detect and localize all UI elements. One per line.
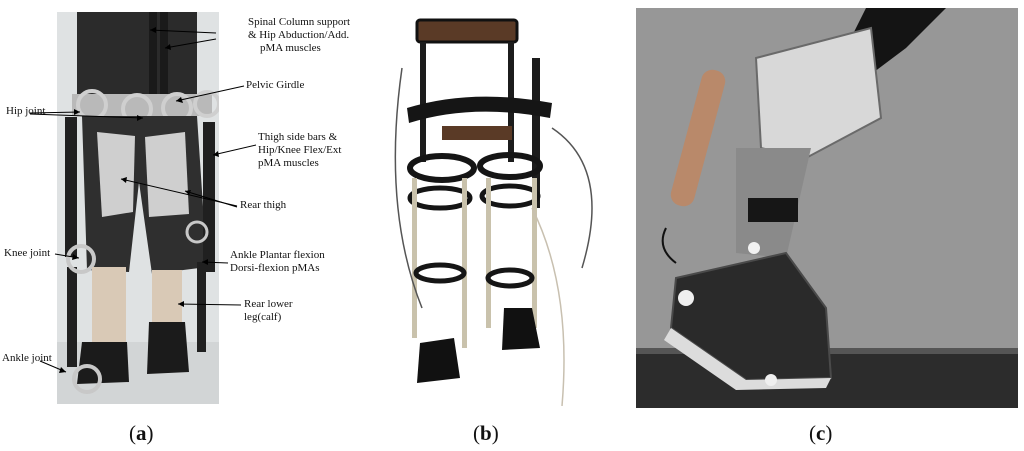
callout-rear-thigh: Rear thigh (240, 199, 287, 211)
panel-label-b: (b) (473, 421, 499, 446)
callout-hip-joint: Hip joint (6, 105, 46, 117)
photo-panel-b (382, 8, 610, 406)
callout-ankle-pmas: Ankle Plantar flexion Dorsi-flexion pMAs (230, 249, 325, 275)
callout-spinal-line1: Spinal Column support (248, 16, 351, 28)
arrow-spinal-1 (149, 29, 217, 34)
arrow-hip-1 (29, 111, 81, 114)
photo-panel-c (636, 8, 1018, 408)
label-a-close: ) (146, 421, 154, 445)
callout-spinal-column: Spinal Column support & Hip Abduction/Ad… (248, 16, 350, 55)
callout-spinal-line3: pMA muscles (260, 42, 321, 54)
callout-ankle-pmas-line2: Dorsi-flexion pMAs (230, 262, 320, 274)
callout-thigh-line3: pMA muscles (258, 157, 319, 169)
label-b-close: ) (491, 421, 499, 445)
arrow-thigh (212, 144, 257, 156)
callout-thigh-line1: Thigh side bars & (258, 131, 338, 143)
callout-ankle-joint: Ankle joint (2, 352, 52, 364)
photo-panel-a (57, 12, 219, 404)
ankle-orthosis-photo (636, 8, 1018, 408)
label-c-open: ( (809, 421, 816, 445)
arrow-hip-2 (29, 113, 144, 119)
callout-rear-lower-line1: Rear lower (244, 298, 293, 310)
callout-pelvic-girdle: Pelvic Girdle (246, 79, 305, 91)
label-b-letter: b (480, 421, 492, 445)
callout-rear-lower-leg: Rear lower leg(calf) (244, 298, 293, 324)
label-a-open: ( (129, 421, 136, 445)
label-c-letter: c (816, 421, 826, 445)
label-a-letter: a (136, 421, 147, 445)
panel-label-a: (a) (129, 421, 154, 446)
arrow-spinal-2 (164, 38, 217, 49)
callout-knee-joint: Knee joint (4, 247, 51, 259)
callout-ankle-pmas-line1: Ankle Plantar flexion (230, 249, 325, 261)
label-c-close: ) (825, 421, 833, 445)
callout-rear-lower-line2: leg(calf) (244, 311, 282, 323)
exoskeleton-frame-photo (382, 8, 610, 406)
exoskeleton-rear-view-photo (57, 12, 219, 404)
arrow-pelvic (175, 85, 245, 102)
callout-thigh-line2: Hip/Knee Flex/Ext (258, 144, 342, 156)
label-b-open: ( (473, 421, 480, 445)
arrow-rear-lower (177, 303, 242, 306)
callout-thigh-side-bars: Thigh side bars & Hip/Knee Flex/Ext pMA … (258, 131, 341, 170)
panel-label-c: (c) (809, 421, 832, 446)
arrow-rear-thigh-2 (184, 190, 238, 208)
callout-spinal-line2: & Hip Abduction/Add. (248, 29, 350, 41)
